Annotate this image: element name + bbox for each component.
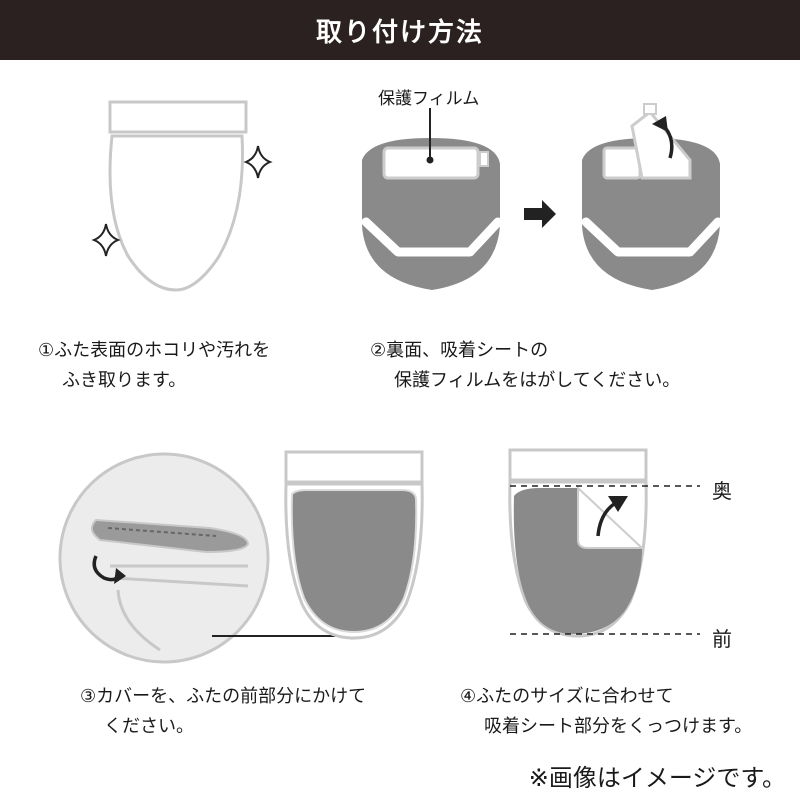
sparkle-icon (91, 223, 121, 257)
step4-line1: ④ふたのサイズに合わせて (460, 686, 674, 707)
step2-line1: ②裏面、吸着シートの (370, 340, 549, 361)
sparkle-icon (243, 145, 273, 179)
image-note: ※画像はイメージです。 (528, 764, 786, 792)
header-bar: 取り付け方法 (0, 0, 800, 60)
step4-caption: ④ふたのサイズに合わせて 吸着シート部分をくっつけます。 (460, 682, 752, 742)
step1-line2: ふき取ります。 (62, 370, 187, 391)
curved-arrow-icon (596, 502, 616, 537)
front-label: 前 (712, 627, 732, 651)
step2-line2: 保護フィルムをはがしてください。 (394, 370, 681, 391)
step2-peeling-film (581, 103, 723, 290)
right-arrow-icon (524, 200, 556, 228)
step2-caption: ②裏面、吸着シートの 保護フィルムをはがしてください。 (370, 336, 680, 396)
step1-caption: ①ふた表面のホコリや汚れを ふき取ります。 (38, 336, 270, 396)
back-label: 奥 (712, 479, 732, 503)
film-label: 保護フィルム (378, 89, 480, 109)
step1-lid-illustration (91, 100, 273, 292)
step1-line1: ①ふた表面のホコリや汚れを (38, 340, 271, 361)
step2-lid-with-film (361, 108, 503, 290)
step4-lid-attach (508, 448, 700, 638)
step4-line2: 吸着シート部分をくっつけます。 (484, 716, 753, 737)
step3-line1: ③カバーを、ふたの前部分にかけて (80, 686, 367, 707)
step3-line2: ください。 (104, 716, 194, 737)
page-title: 取り付け方法 (315, 17, 484, 48)
step3-zoom-detail (58, 452, 356, 664)
step3-lid-with-cover (284, 450, 424, 640)
step3-caption: ③カバーを、ふたの前部分にかけて ください。 (80, 682, 366, 742)
